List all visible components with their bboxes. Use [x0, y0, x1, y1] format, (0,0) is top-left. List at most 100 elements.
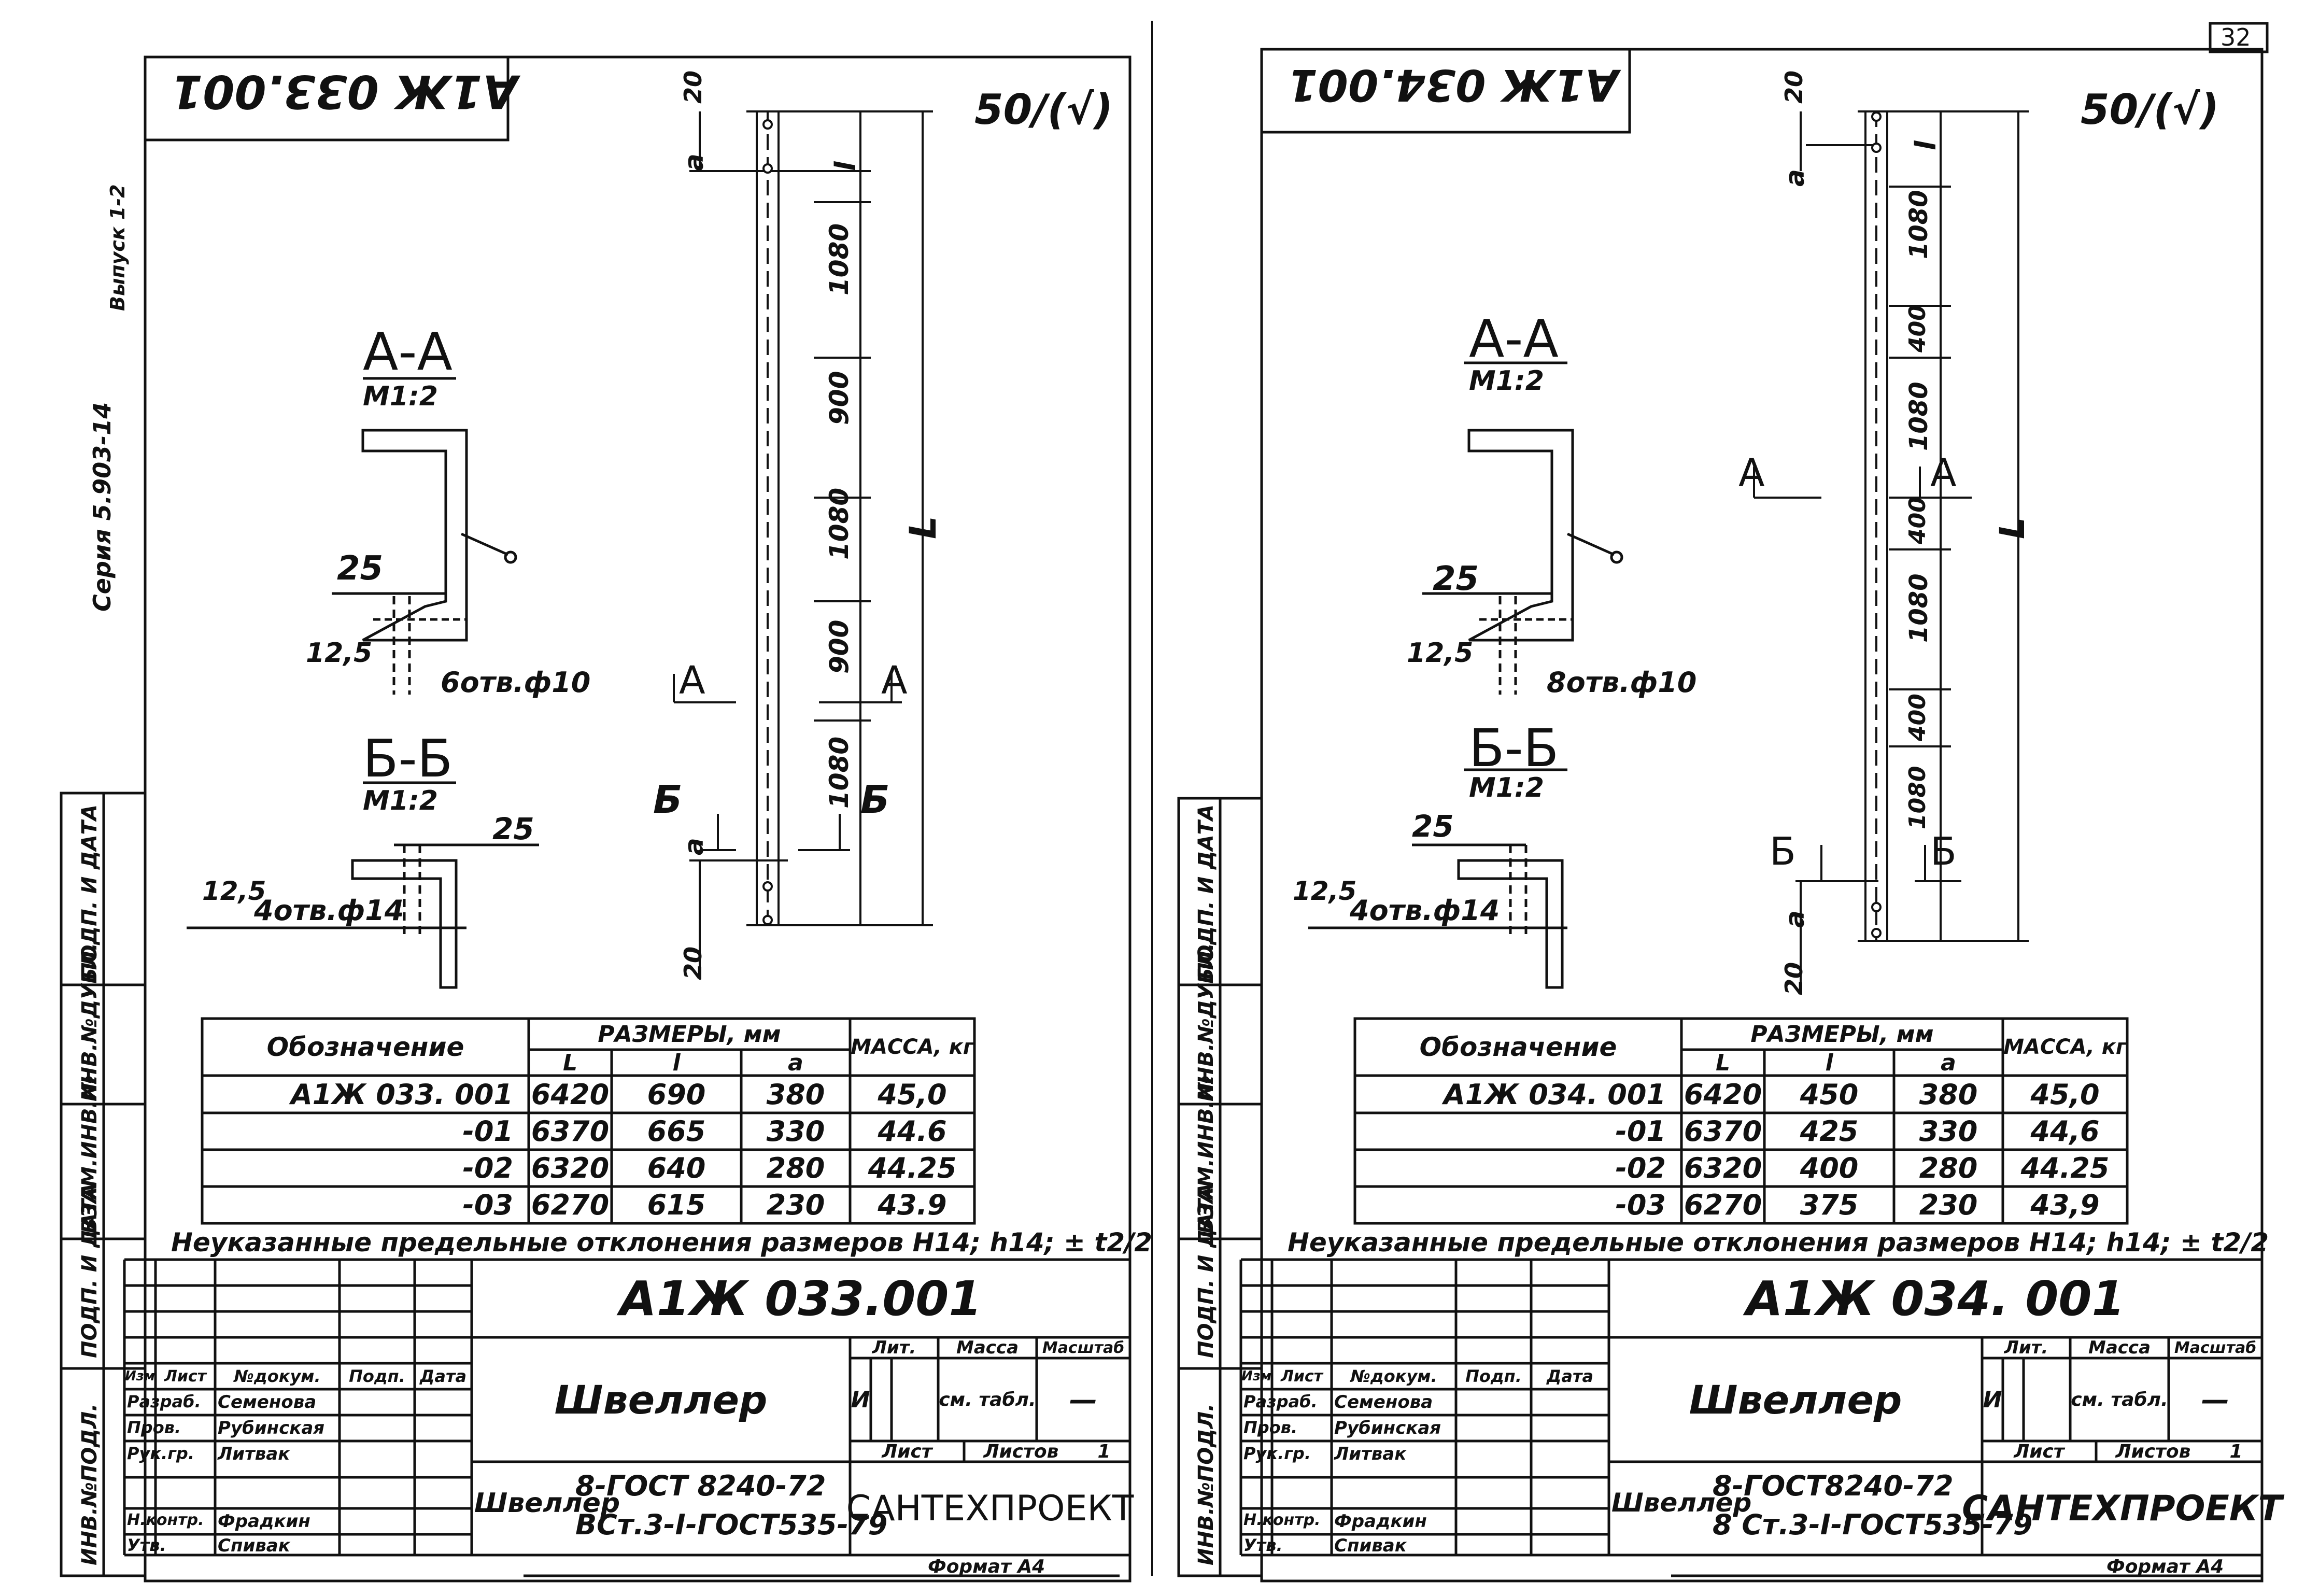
stamp-person-name: Фрадкин: [218, 1511, 310, 1532]
table-cell-mass: 44.25: [2020, 1152, 2110, 1184]
stamp-material-label: Швеллер: [1611, 1488, 1752, 1518]
table-cell-a: 380: [766, 1078, 825, 1111]
stamp-hdr-list: Лист: [1280, 1367, 1323, 1386]
stamp-scale-header: Масштаб: [1042, 1338, 1125, 1357]
table-header-designation: Обозначение: [266, 1032, 464, 1062]
stamp-scale: —: [1069, 1383, 1097, 1416]
table-cell-mass: 43,9: [2030, 1189, 2100, 1221]
dim-segment-2: 900: [824, 371, 854, 425]
table-row: -03: [1615, 1189, 1666, 1221]
stamp-scale-header: Масштаб: [2174, 1338, 2257, 1357]
series-note: Серия 5.903-14: [88, 402, 116, 612]
table-header-L: L: [562, 1049, 578, 1076]
dim-bottom-20: 20: [1780, 962, 1808, 995]
stamp-role: Пров.: [1243, 1418, 1298, 1437]
table-row: -01: [462, 1115, 513, 1148]
stamp-person-name: Рубинская: [218, 1418, 325, 1438]
section-bb-dim: 25: [1412, 809, 1454, 844]
cut-mark-b-left: Б: [1770, 829, 1796, 874]
stamp-hdr-data: Дата: [1546, 1366, 1594, 1386]
table-cell-mass: 43.9: [878, 1189, 947, 1221]
cut-mark-b-right: Б: [860, 778, 890, 822]
table-cell-a: 230: [766, 1189, 825, 1221]
roughness-symbol: 50/(√): [974, 86, 1113, 134]
stamp-format: Формат А4: [2106, 1556, 2224, 1577]
stamp-sheets-count: 1: [2229, 1440, 2243, 1462]
stamp-role: Разраб.: [1243, 1392, 1318, 1411]
cut-mark-b-left: Б: [653, 778, 683, 822]
dim-segment-2: 400: [1904, 305, 1931, 352]
stamp-material-line1: 8-ГОСТ 8240-72: [575, 1470, 826, 1502]
stamp-material-label: Швеллер: [474, 1488, 620, 1519]
stamp-person-name: Рубинская: [1334, 1418, 1441, 1438]
dim-top-20: 20: [679, 70, 707, 104]
rotated-drawing-code: А1Ж 033.001: [171, 65, 518, 118]
stamp-organization: САНТЕХПРОЕКТ: [1962, 1488, 2282, 1529]
dim-segment-3: 1080: [1904, 382, 1933, 451]
stamp-sheets-header: Листов: [2115, 1440, 2191, 1462]
table-cell-L: 6370: [1684, 1115, 1762, 1148]
side-label-podp-data-2: ПОДП. И ДАТА: [78, 804, 102, 980]
table-cell-L: 6270: [1684, 1189, 1762, 1221]
table-row: -03: [462, 1189, 513, 1221]
table-cell-L: 6420: [531, 1078, 610, 1111]
table-cell-l: 690: [647, 1078, 706, 1111]
sheet-linework: [60, 55, 1132, 1583]
dim-a-top: a: [679, 153, 709, 171]
section-aa-dim: 25: [1433, 560, 1479, 598]
table-cell-mass: 45,0: [878, 1078, 947, 1111]
stamp-person-name: Семенова: [218, 1392, 317, 1413]
roughness-symbol: 50/(√): [2081, 86, 2219, 134]
section-aa-roughness: 12,5: [1407, 638, 1474, 669]
stamp-mass: см. табл.: [939, 1389, 1036, 1410]
issue-note: Выпуск 1-2: [106, 184, 129, 311]
stamp-person-name: Спивак: [218, 1535, 290, 1556]
section-bb-title: Б-Б: [1469, 718, 1559, 779]
table-cell-mass: 44.6: [878, 1115, 947, 1148]
section-bb-holes: 4отв.ф14: [254, 894, 404, 927]
stamp-person-name: Спивак: [1334, 1535, 1407, 1556]
section-bb-holes: 4отв.ф14: [1350, 894, 1500, 927]
stamp-title: Швеллер: [554, 1376, 768, 1423]
stamp-hdr-dokum: №докум.: [234, 1366, 321, 1386]
sheet-separator: [1151, 21, 1153, 1576]
stamp-organization: САНТЕХПРОЕКТ: [846, 1488, 1134, 1529]
table-header-dims: РАЗМЕРЫ, мм: [598, 1021, 781, 1048]
tolerance-note: Неуказанные предельные отклонения размер…: [171, 1227, 1153, 1258]
rotated-drawing-code: А1Ж 034.001: [1288, 60, 1619, 110]
section-aa-roughness: 12,5: [306, 638, 373, 669]
table-row: -02: [1615, 1152, 1666, 1184]
stamp-hdr-data: Дата: [419, 1366, 467, 1386]
stamp-person-name: Фрадкин: [1334, 1511, 1427, 1532]
table-cell-L: 6370: [531, 1115, 610, 1148]
dim-l: l: [829, 161, 862, 171]
table-header-a: a: [1941, 1049, 1956, 1076]
stamp-hdr-izm: Изм: [1241, 1368, 1272, 1384]
dim-segment-4: 900: [824, 619, 854, 674]
stamp-hdr-podp: Подп.: [349, 1366, 405, 1386]
dim-segment-1: 1080: [824, 223, 854, 295]
stamp-hdr-podp: Подп.: [1465, 1366, 1522, 1386]
section-bb-roughness: 12,5: [202, 876, 266, 906]
cut-mark-a-left: А: [1738, 451, 1765, 496]
stamp-lit-header: Лит.: [872, 1337, 916, 1358]
table-cell-l: 665: [647, 1115, 706, 1148]
table-header-a: a: [788, 1049, 803, 1076]
stamp-mass-header: Масса: [956, 1337, 1019, 1358]
stamp-mass-header: Масса: [2088, 1337, 2151, 1358]
dim-a-bottom: a: [1780, 910, 1810, 928]
stamp-material-line2: 8 Ст.3-I-ГОСТ535-79: [1713, 1508, 2033, 1541]
table-cell-mass: 44.25: [868, 1152, 957, 1184]
stamp-role: Рук.гр.: [127, 1444, 194, 1463]
table-header-l: l: [1825, 1049, 1833, 1076]
table-cell-l: 425: [1800, 1115, 1859, 1148]
stamp-sheet-header: Лист: [882, 1440, 932, 1462]
table-cell-mass: 45,0: [2030, 1078, 2100, 1111]
cut-mark-a-right: А: [881, 658, 908, 703]
table-header-mass: МАССА, кг: [851, 1035, 974, 1059]
section-bb-scale: М1:2: [1469, 772, 1544, 803]
section-aa-dim: 25: [337, 549, 384, 588]
table-row: А1Ж 034. 001: [1443, 1078, 1666, 1111]
cut-mark-b-right: Б: [1930, 829, 1957, 874]
dim-L: L: [1992, 517, 2032, 539]
